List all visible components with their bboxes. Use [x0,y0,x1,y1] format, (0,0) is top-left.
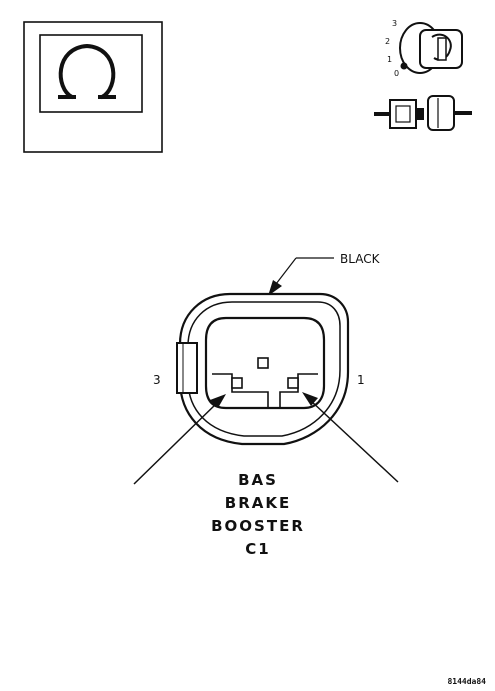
pin-1-terminal [287,377,299,389]
connector-caption: BAS BRAKE BOOSTER C1 [211,471,305,558]
connector-pair-icon [374,95,472,131]
connector-color-label: BLACK [340,252,381,266]
key-pos-0: 0 [394,69,399,78]
key-pos-3: 3 [392,19,397,28]
caption-line-2: BRAKE [225,494,291,512]
pin-arrows [133,392,399,485]
pin-label-left: 3 [153,373,161,387]
ohmmeter-icon [23,21,163,153]
figure-code: 8144da84 [447,677,486,686]
connector-face [176,292,350,446]
caption-line-1: BAS [238,471,278,489]
color-callout: BLACK [268,252,381,296]
key-pos-1: 1 [387,55,392,64]
caption-line-3: BOOSTER [211,517,305,535]
caption-line-4: C1 [245,540,270,558]
pin-3-terminal [231,377,243,389]
ignition-key-icon: 3 2 1 0 [385,19,463,78]
key-pos-2: 2 [385,37,390,46]
pin-label-right: 1 [357,373,365,387]
